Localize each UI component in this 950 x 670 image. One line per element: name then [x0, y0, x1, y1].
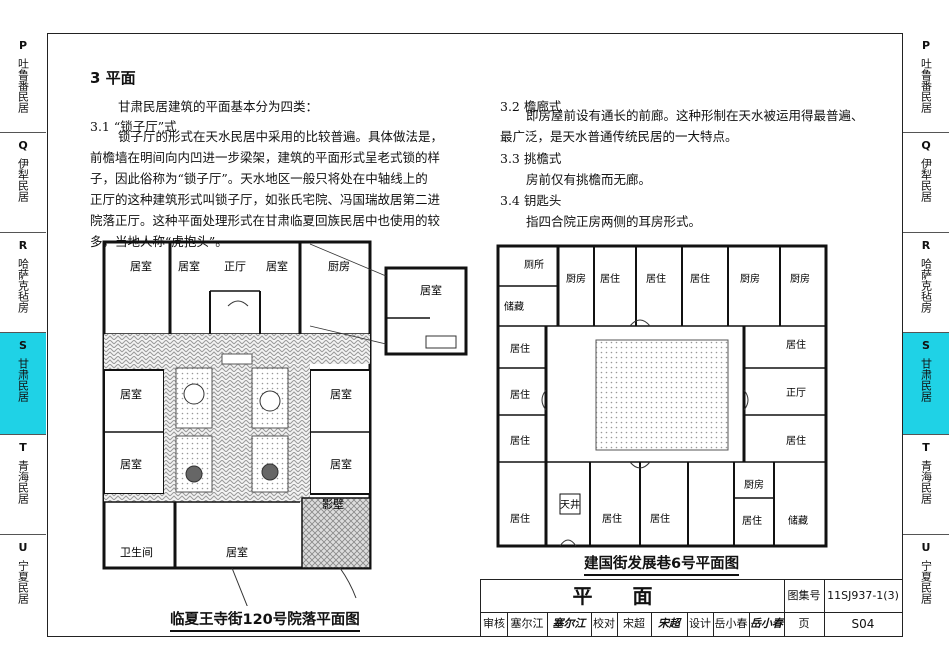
room-label: 厨房 — [740, 272, 760, 285]
reviewer-name: 塞尔江 — [507, 612, 548, 636]
check-label: 校对 — [591, 612, 618, 636]
sidebar-item-u[interactable]: U 宁夏民居 — [16, 541, 30, 604]
room-label: 居室 — [120, 457, 142, 471]
room-label: 居室 — [130, 259, 152, 273]
room-label: 正厅 — [224, 260, 246, 273]
room-label: 居住 — [510, 434, 530, 447]
drawing-frame — [47, 33, 903, 637]
left-sidebar: P 吐鲁番民居 Q 伊犁民居 R 哈萨克毡房 S 甘肃民居 T 青海民居 U 宁… — [0, 33, 46, 637]
section-3-3-body: 房前仅有挑檐而无廊。 — [526, 172, 652, 187]
room-label: 居住 — [650, 512, 670, 525]
review-label: 审核 — [481, 612, 508, 636]
sidebar-item-r[interactable]: R 哈萨克毡房 — [0, 233, 46, 333]
room-label: 居住 — [786, 434, 806, 447]
room-label: 正厅 — [786, 388, 806, 399]
room-label: 居室 — [420, 283, 442, 297]
reviewer-signature: 塞尔江 — [547, 612, 592, 636]
title-block: 平面 图集号 11SJ937-1(3) 审核 塞尔江 塞尔江 校对 宋超 宋超 … — [480, 579, 903, 637]
intro-text: 甘肃民居建筑的平面基本分为四类： — [118, 99, 319, 114]
sidebar-item-t-right[interactable]: T 青海民居 — [903, 435, 949, 535]
right-sidebar: P 吐鲁番民居 Q 伊犁民居 R 哈萨克毡房 S 甘肃民居 T 青海民居 U 宁… — [903, 33, 949, 637]
room-label: 影壁 — [322, 497, 344, 511]
room-label: 天井 — [560, 498, 580, 511]
room-label: 居室 — [226, 545, 248, 559]
plan-right-outer-wall — [496, 244, 828, 548]
plan-right-caption: 建国街发展巷6号平面图 — [584, 552, 740, 576]
section-3-4-title: 3.4 钥匙头 — [500, 193, 562, 208]
room-label: 厨房 — [566, 272, 586, 285]
sidebar-item-t[interactable]: T 青海民居 — [0, 435, 46, 535]
room-label: 居室 — [120, 387, 142, 401]
room-label: 居住 — [510, 342, 530, 355]
section-3-1-title: 3.1 “锁子厅”式 — [90, 119, 177, 134]
page-label: 页 — [784, 612, 825, 636]
room-label: 居室 — [330, 457, 352, 471]
room-label: 厨房 — [744, 478, 764, 491]
room-label: 居室 — [330, 387, 352, 401]
checker-signature: 宋超 — [651, 612, 688, 636]
room-label: 厕所 — [524, 259, 544, 271]
section-3-3-title: 3.3 挑檐式 — [500, 151, 562, 166]
page-number: S04 — [851, 617, 875, 631]
section-3-4-body: 指四合院正房两侧的耳房形式。 — [526, 214, 702, 229]
section-heading: 3 平面 — [90, 69, 136, 87]
room-label: 居住 — [690, 272, 710, 285]
designer-name: 岳小春 — [713, 612, 750, 636]
section-3-2-title: 3.2 檐廊式 — [500, 99, 562, 114]
plan-left-drawing: 居室 居室 正厅 居室 厨房 居室 居室 居室 居室 居室 卫生间 居室 影壁 — [102, 240, 468, 606]
room-label: 居住 — [510, 388, 530, 401]
room-label: 居住 — [510, 512, 530, 525]
room-label: 居室 — [266, 259, 288, 273]
sidebar-item-p[interactable]: P 吐鲁番民居 — [0, 33, 46, 133]
room-label: 居住 — [742, 514, 762, 527]
room-label: 居住 — [600, 272, 620, 285]
room-label: 储藏 — [504, 300, 524, 313]
section-3-1-body: 锁子厅的形式在天水民居中采用的比较普遍。具体做法是， 前檐墙在明间向内凹进一步梁… — [90, 129, 444, 249]
sidebar-item-u-right[interactable]: U 宁夏民居 — [919, 541, 933, 604]
plan-right-drawing: 厕所 储藏 厨房 居住 居住 居住 厨房 厨房 居住 居住 居住 正厅 居住 居… — [496, 244, 828, 548]
room-label: 居住 — [786, 338, 806, 351]
room-label: 厨房 — [790, 272, 810, 285]
sidebar-item-q-right[interactable]: Q 伊犁民居 — [903, 133, 949, 233]
room-label: 居住 — [602, 512, 622, 525]
room-label: 居住 — [646, 272, 666, 285]
sidebar-item-s[interactable]: S 甘肃民居 — [0, 333, 46, 435]
room-label: 厨房 — [328, 260, 350, 273]
atlas-label: 图集号 — [784, 580, 825, 612]
sidebar-item-q[interactable]: Q 伊犁民居 — [0, 133, 46, 233]
room-label: 卫生间 — [120, 545, 153, 559]
atlas-number: 11SJ937-1(3) — [827, 589, 899, 602]
designer-signature: 岳小春 — [749, 612, 785, 636]
sidebar-item-r-right[interactable]: R 哈萨克毡房 — [903, 233, 949, 333]
plan-left-caption: 临夏王寺街120号院落平面图 — [170, 608, 360, 632]
drawing-title: 平面 — [481, 580, 785, 612]
design-label: 设计 — [687, 612, 714, 636]
sidebar-item-s-right[interactable]: S 甘肃民居 — [903, 333, 949, 435]
checker-name: 宋超 — [617, 612, 652, 636]
room-label: 居室 — [178, 259, 200, 273]
sidebar-item-p-right[interactable]: P 吐鲁番民居 — [903, 33, 949, 133]
section-3-2-body: 即房屋前设有通长的前廊。这种形制在天水被运用得最普遍、 最广泛，是天水普通传统民… — [500, 108, 864, 144]
room-label: 储藏 — [788, 514, 808, 527]
